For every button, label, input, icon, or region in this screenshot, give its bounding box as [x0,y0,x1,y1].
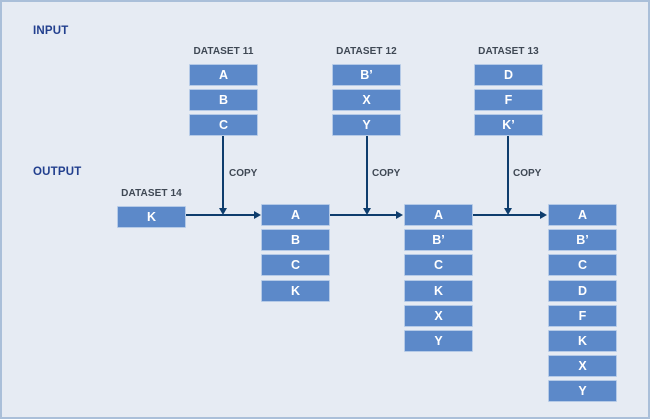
dataset-item-box: K [261,279,330,302]
input-dataset-11: DATASET 11 A B C [189,43,258,137]
dataset-item-box: K [117,206,186,228]
copy-arrow-line-3 [507,136,509,208]
dataset-item-list: B’ X Y [332,64,401,137]
copy-arrow-line-1 [222,136,224,208]
output-dataset-14: DATASET 14 K [117,185,186,228]
dataset-item-box: B’ [404,229,473,252]
dataset-item-box: D [548,279,617,302]
flow-arrow-line-3 [473,214,541,216]
flow-arrow-line-1 [186,214,255,216]
copy-caption-2: COPY [372,168,401,179]
dataset-item-box: A [189,64,258,86]
dataset-item-list: A B C K [261,204,330,302]
dataset-item-box: B [189,89,258,112]
dataset-item-box: F [474,89,543,112]
dataset-item-box: C [404,254,473,277]
dataset-title: DATASET 12 [336,46,397,57]
dataset-item-box: B’ [548,229,617,252]
copy-caption-1: COPY [229,168,258,179]
dataset-item-box: Y [404,329,473,352]
arrow-down-icon [504,208,512,215]
output-stage-2: A B’ C K X Y [404,204,473,352]
copy-arrow-line-2 [366,136,368,208]
dataset-item-list: A B C [189,64,258,137]
arrow-right-icon [254,211,261,219]
flow-arrow-line-2 [330,214,397,216]
dataset-title: DATASET 11 [193,46,254,57]
dataset-item-box: B’ [332,64,401,86]
input-section-label: INPUT [33,25,69,37]
dataset-title: DATASET 13 [478,46,539,57]
dataset-item-box: A [404,204,473,226]
dataset-item-box: K [404,279,473,302]
arrow-right-icon [396,211,403,219]
dataset-title: DATASET 14 [121,188,182,199]
dataset-item-box: A [548,204,617,226]
arrow-down-icon [363,208,371,215]
dataset-item-list: D F K’ [474,64,543,137]
dataset-item-box: Y [332,114,401,137]
dataset-item-box: X [548,355,617,378]
dataset-item-box: C [548,254,617,277]
dataset-item-box: A [261,204,330,226]
dataset-item-box: K [548,329,617,352]
dataset-item-box: F [548,304,617,327]
output-stage-1: A B C K [261,204,330,302]
input-dataset-13: DATASET 13 D F K’ [474,43,543,137]
output-stage-3: A B’ C D F K X Y [548,204,617,403]
output-section-label: OUTPUT [33,166,82,178]
dataset-item-box: X [332,89,401,112]
arrow-down-icon [219,208,227,215]
arrow-right-icon [540,211,547,219]
dataset-item-box: D [474,64,543,86]
dataset-item-box: B [261,229,330,252]
dataset-item-list: A B’ C D F K X Y [548,204,617,403]
dataset-item-list: K [117,206,186,228]
dataset-item-list: A B’ C K X Y [404,204,473,352]
dataset-item-box: C [261,254,330,277]
dataset-item-box: K’ [474,114,543,137]
dataset-item-box: X [404,304,473,327]
copy-caption-3: COPY [513,168,542,179]
dataset-item-box: Y [548,380,617,403]
dataset-item-box: C [189,114,258,137]
input-dataset-12: DATASET 12 B’ X Y [332,43,401,137]
